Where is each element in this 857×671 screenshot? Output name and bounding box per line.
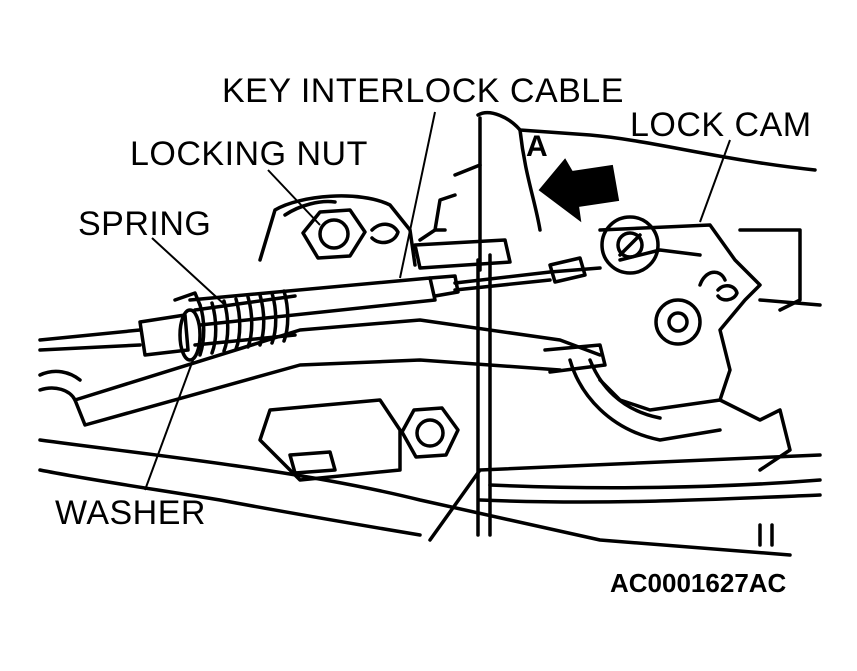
label-key-interlock-cable: KEY INTERLOCK CABLE bbox=[222, 72, 624, 110]
lock-cam-body bbox=[598, 223, 762, 412]
figure-id: AC0001627AC bbox=[610, 568, 787, 598]
leader-spring bbox=[151, 237, 226, 306]
lower-panel-outline bbox=[38, 438, 792, 557]
leader-washer bbox=[144, 359, 194, 491]
lower-bolt bbox=[400, 406, 460, 459]
label-locking-nut: LOCKING NUT bbox=[130, 135, 368, 173]
leader-lock-cam bbox=[699, 139, 731, 223]
leader-locking-nut bbox=[267, 169, 321, 226]
view-arrow-icon bbox=[538, 158, 620, 223]
label-washer: WASHER bbox=[55, 494, 206, 532]
label-spring: SPRING bbox=[78, 205, 212, 243]
washer bbox=[178, 308, 202, 362]
mounting-plate bbox=[258, 194, 417, 267]
spring-coils bbox=[193, 289, 297, 357]
locking-nut bbox=[301, 208, 367, 260]
label-lock-cam: LOCK CAM bbox=[630, 106, 812, 144]
lever-arm bbox=[73, 318, 602, 402]
label-view-arrow: A bbox=[526, 130, 548, 163]
leader-key-interlock-cable bbox=[399, 111, 436, 279]
cable-housing bbox=[188, 276, 437, 327]
